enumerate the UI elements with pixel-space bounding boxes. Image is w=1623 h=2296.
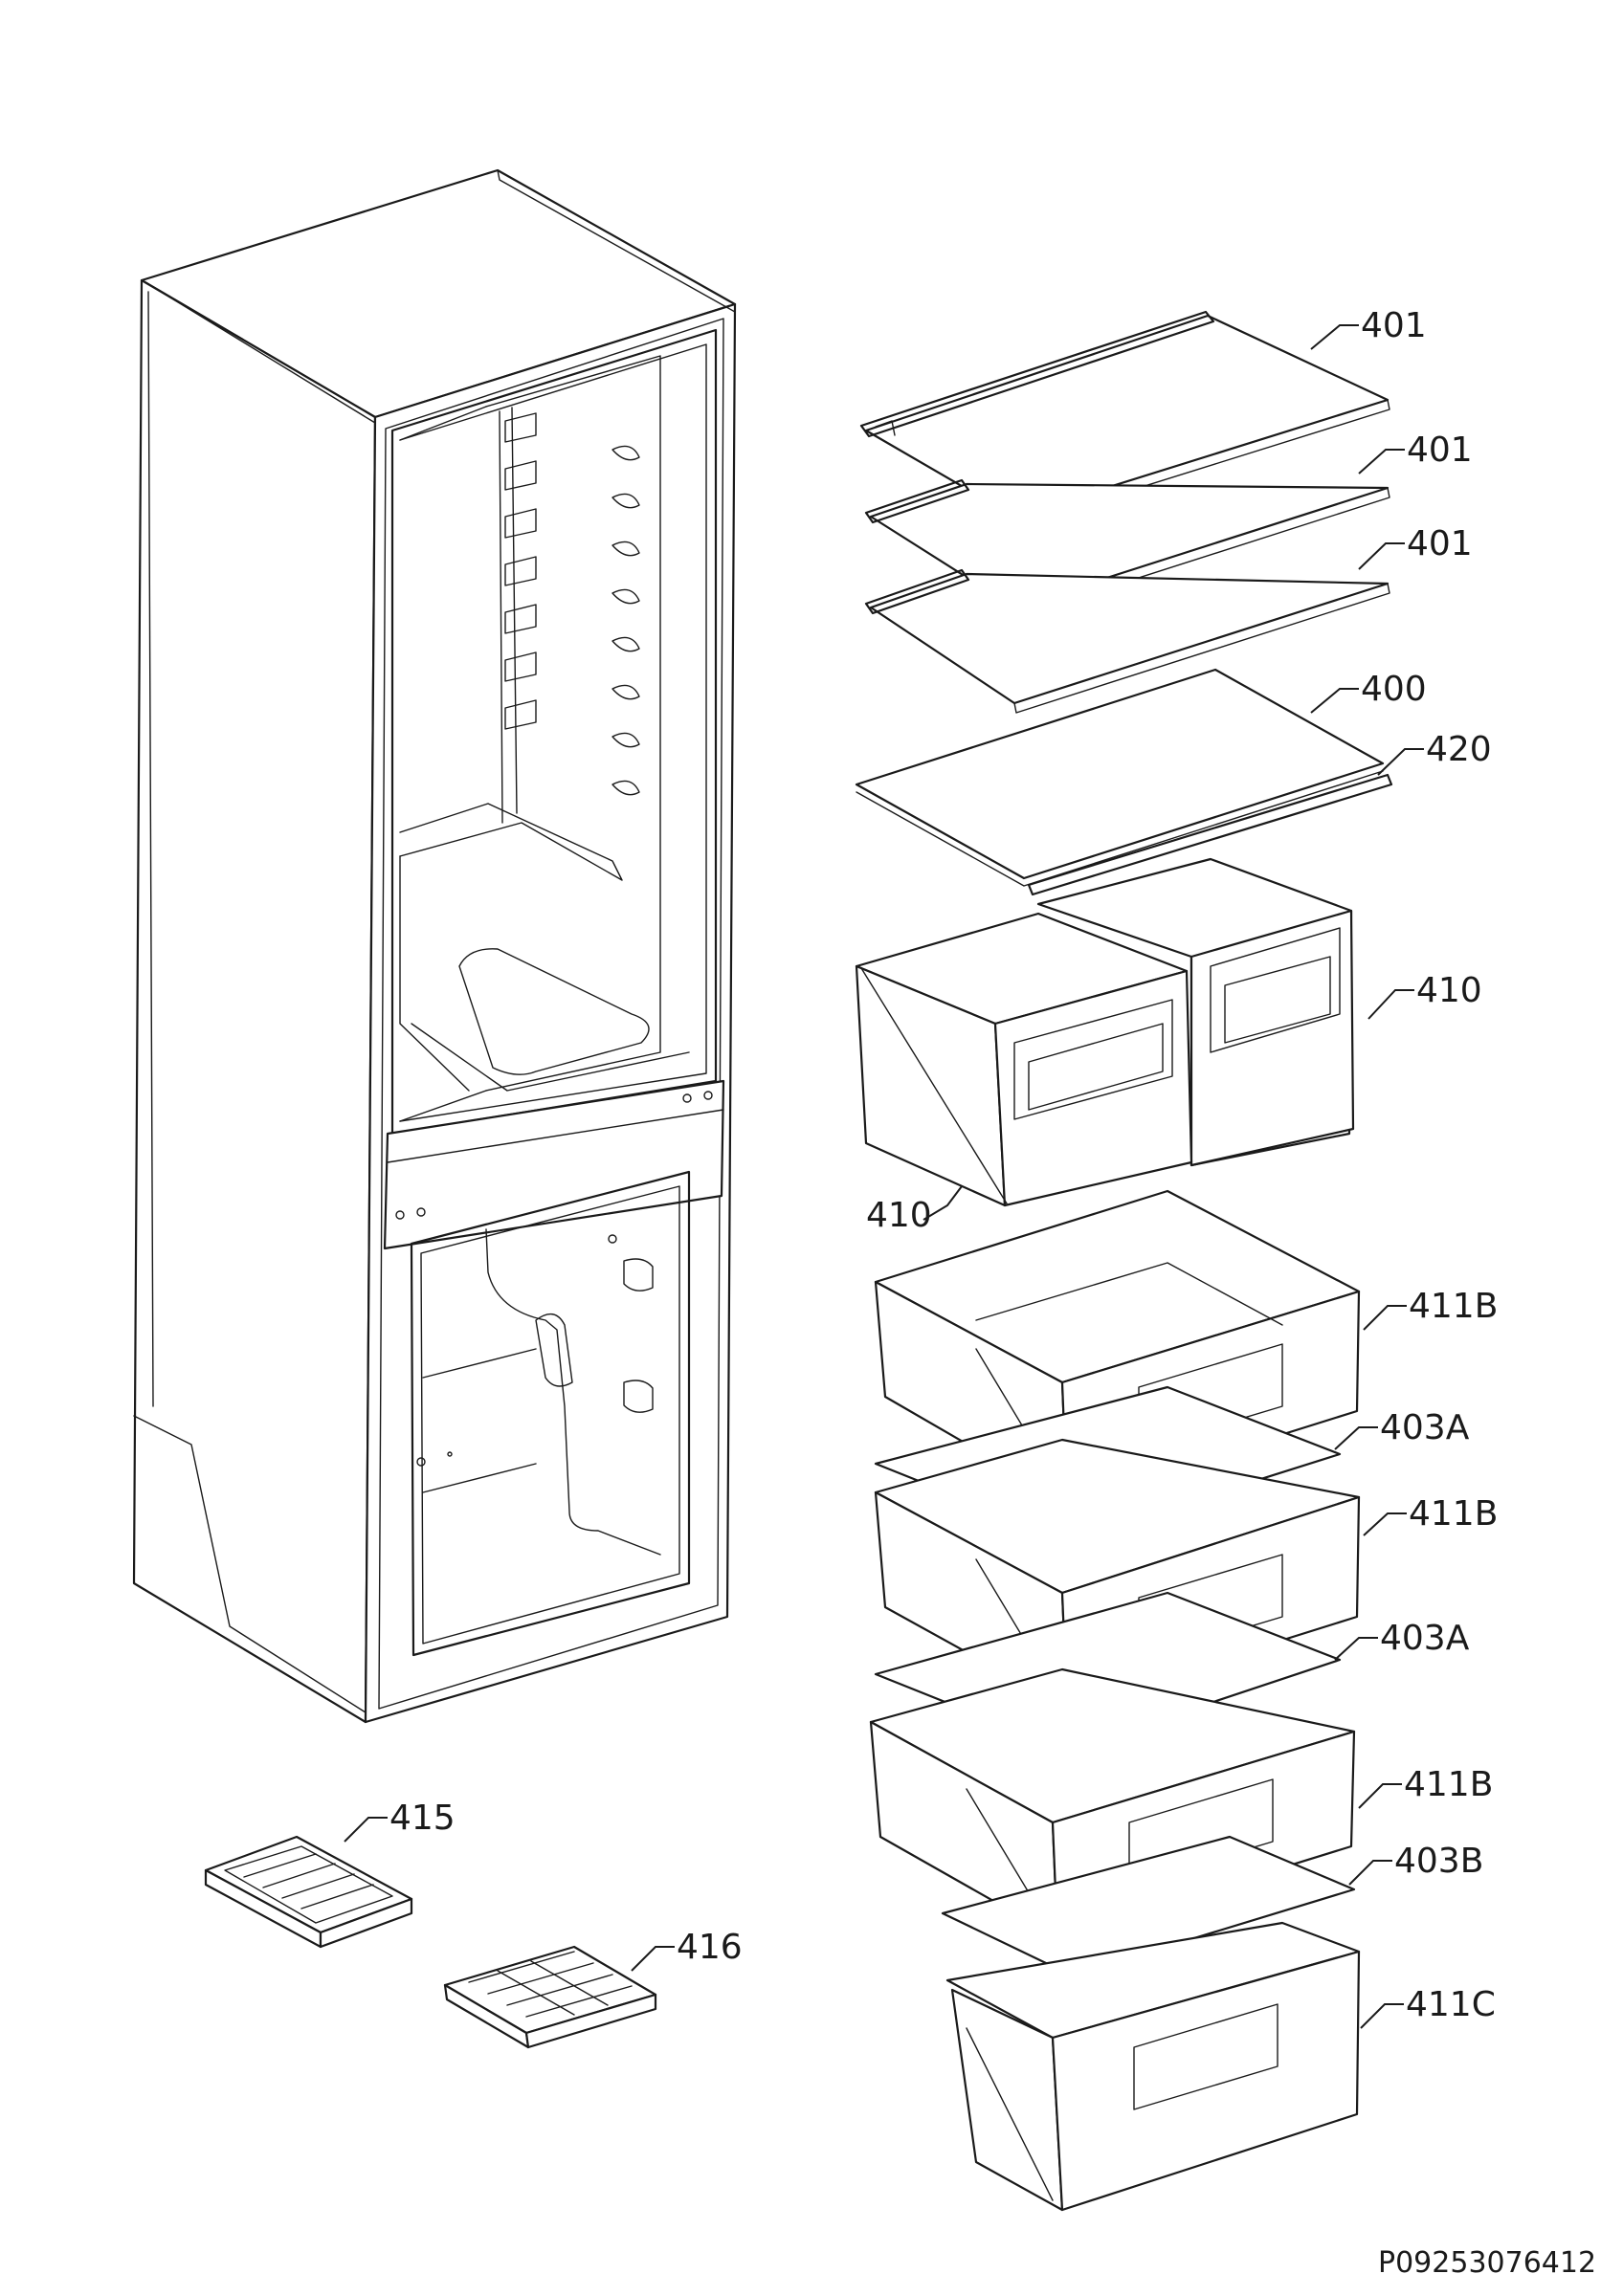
shelf-rail-pegs (499, 407, 640, 824)
glass-shelf-400 (855, 668, 1385, 887)
label-411b-second: 411B (1409, 1494, 1498, 1534)
freezer-divider-3 (941, 1835, 1356, 1977)
label-410-right: 410 (1416, 971, 1482, 1010)
glass-shelf-third (864, 568, 1390, 714)
label-415: 415 (389, 1799, 456, 1838)
trim-strip-420 (1027, 773, 1393, 896)
drawing-code: P09253076412 (1378, 2246, 1596, 2280)
label-403a-second: 403A (1380, 1619, 1470, 1658)
label-401-third: 401 (1407, 524, 1473, 563)
label-401-top: 401 (1361, 306, 1427, 345)
ice-cube-tray (443, 1945, 657, 2049)
label-411b-third: 411B (1404, 1765, 1493, 1804)
label-416: 416 (677, 1928, 743, 1967)
label-403a-first: 403A (1380, 1408, 1470, 1447)
label-420: 420 (1426, 730, 1492, 769)
leader-lines (344, 324, 1424, 2029)
label-410-left: 410 (866, 1196, 932, 1235)
freezer-drawer-bottom (945, 1921, 1361, 2212)
crisper-drawer-right (1036, 857, 1355, 1167)
label-411c: 411C (1406, 1985, 1496, 2024)
label-400: 400 (1361, 670, 1427, 709)
label-411b-first: 411B (1409, 1287, 1498, 1326)
part-labels: 401 401 401 400 420 410 410 411B 403A 41… (389, 306, 1498, 2024)
label-403b: 403B (1394, 1842, 1483, 1881)
label-401-second: 401 (1407, 430, 1473, 470)
ice-tray-rack (204, 1835, 413, 1949)
fridge-cabinet (132, 168, 737, 1724)
crisper-drawer-left (855, 912, 1193, 1207)
